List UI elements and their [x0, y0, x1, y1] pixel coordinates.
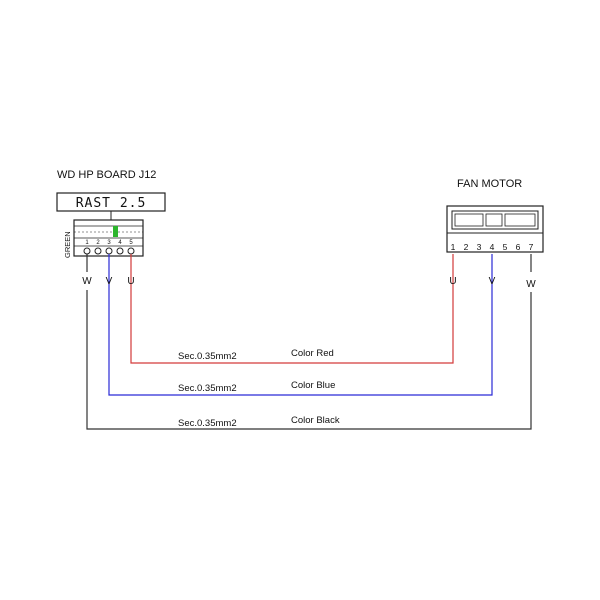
green-side-label: GREEN	[63, 231, 72, 258]
left-pin-number: 2	[96, 240, 100, 246]
left-pin-number: 5	[129, 240, 133, 246]
left-pin-number: 1	[85, 240, 89, 246]
wire-color-label: Color Blue	[291, 380, 335, 391]
right-pin-number: 2	[464, 242, 469, 252]
wire-path	[130, 254, 454, 364]
phase-label-left: W	[82, 276, 92, 287]
right-connector: FAN MOTOR 1 2 3 4 5 6 7	[446, 178, 544, 253]
phase-label-right: W	[526, 279, 536, 290]
right-connector-title: FAN MOTOR	[457, 178, 522, 190]
wire-section-label: Sec.0.35mm2	[178, 383, 237, 394]
phase-label-right: U	[449, 276, 456, 287]
right-pin-number: 1	[451, 242, 456, 252]
left-pin-number: 3	[107, 240, 111, 246]
phase-label-left: V	[106, 276, 113, 287]
right-pin-number: 7	[529, 242, 534, 252]
left-pin-number: 4	[118, 240, 122, 246]
green-latch	[113, 226, 118, 237]
left-connector: WD HP BOARD J12 RAST 2.5 GREEN 1 2 3 4 5	[56, 169, 166, 258]
phase-label-right: V	[489, 276, 496, 287]
right-pin-number: 3	[477, 242, 482, 252]
wire-u-red: U U Sec.0.35mm2 Color Red	[127, 254, 457, 364]
left-pin-terminal	[127, 247, 135, 255]
right-connector-body: 1 2 3 4 5 6 7	[446, 205, 544, 253]
wire-section-label: Sec.0.35mm2	[178, 351, 237, 362]
left-connector-body: 1 2 3 4 5	[73, 219, 144, 257]
wire-v-blue: V V Sec.0.35mm2 Color Blue	[106, 254, 496, 396]
left-connector-title: WD HP BOARD J12	[57, 169, 156, 181]
phase-label-left: U	[127, 276, 134, 287]
wire-color-label: Color Black	[291, 415, 340, 426]
wire-color-label: Color Red	[291, 348, 334, 359]
wire-section-label: Sec.0.35mm2	[178, 418, 237, 429]
left-pin-terminal	[83, 247, 91, 255]
right-pin-number: 6	[516, 242, 521, 252]
right-pin-number: 4	[490, 242, 495, 252]
wire-path	[108, 254, 493, 396]
rast-label: RAST 2.5	[76, 196, 147, 211]
wire-path	[86, 290, 532, 430]
left-pin-terminal	[94, 247, 102, 255]
left-pin-terminal	[105, 247, 113, 255]
wire-w-black: W W Sec.0.35mm2 Color Black	[82, 254, 536, 430]
left-pin-terminal	[116, 247, 124, 255]
right-pin-number: 5	[503, 242, 508, 252]
